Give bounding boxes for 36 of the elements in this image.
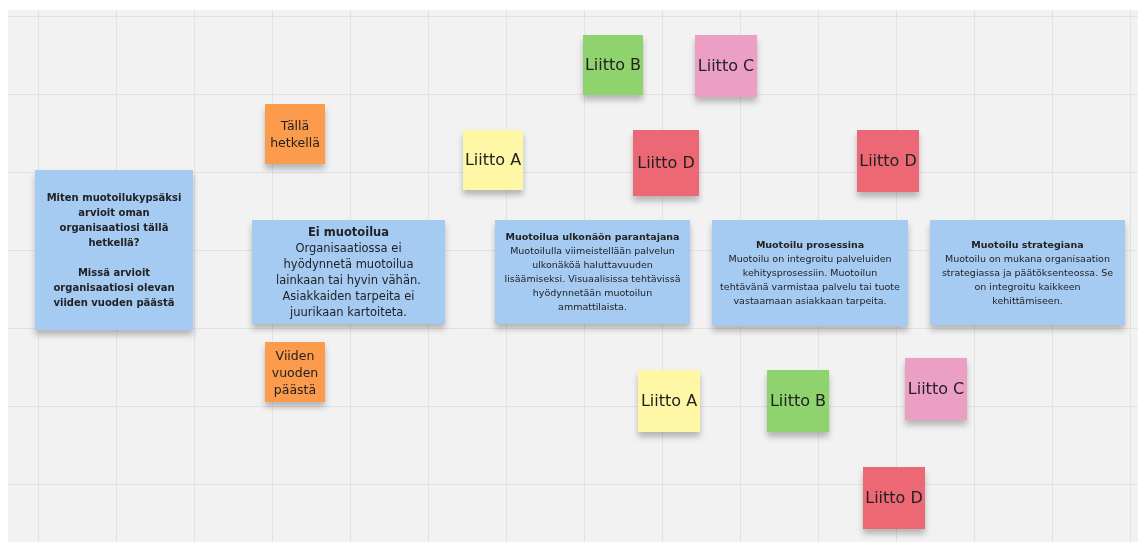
sticky-note <box>905 358 967 420</box>
note-text: Liitto C <box>697 55 755 77</box>
card-heading: Muotoilu strategiana <box>970 237 1085 252</box>
sticky-note <box>638 370 700 432</box>
level-card <box>495 220 690 324</box>
note-text: Liitto B <box>584 54 642 76</box>
note-text: Tällä hetkellä <box>269 117 321 151</box>
card-description: Muotoilu on mukana organisaation strategiassa ja päätöksenteossa. Se on integroitu kaikkeen kehittämiseen. <box>940 251 1115 308</box>
question-text: Missä arvioit organisaatiosi olevan viiden vuoden päästä <box>52 266 176 310</box>
card-description: Muotoilulla viimeistellään palvelun ulkonäköä haluttavuuden lisäämiseksi. Visuaalisissa tehtävissä hyödynnetään muotoilun ammattilaista. <box>503 244 682 314</box>
note-text: Liitto D <box>637 152 695 174</box>
note-text: Liitto B <box>769 390 827 412</box>
card-heading: Muotoilua ulkonäön parantajana <box>504 230 681 244</box>
sticky-note <box>265 104 325 164</box>
note-text: Liitto D <box>865 487 923 509</box>
note-text: Liitto D <box>859 150 917 172</box>
sticky-note <box>633 130 699 196</box>
card-description: Organisaatiossa ei hyödynnetä muotoilua lainkaan tai hyvin vähän. Asiakkaiden tarpeita ei juurikaan kartoiteta. <box>275 240 422 320</box>
sticky-note <box>863 467 925 529</box>
note-text: Liitto C <box>907 378 965 400</box>
note-text: Liitto A <box>464 149 522 171</box>
level-card <box>930 220 1125 325</box>
sticky-note <box>583 35 643 95</box>
note-text: Viiden vuoden päästä <box>270 346 320 398</box>
sticky-note <box>695 35 757 97</box>
question-note <box>35 170 193 330</box>
sticky-note <box>857 130 919 192</box>
card-heading: Ei muotoilua <box>306 224 391 240</box>
card-description: Muotoilu on integroitu palveluiden kehitysprosessiin. Muotoilun tehtävänä varmistaa palvelu tai tuote vastaamaan asiakkaan tarpeita. <box>719 252 901 308</box>
note-text: Liitto A <box>640 390 698 412</box>
card-heading: Muotoilu prosessina <box>754 238 866 252</box>
level-card <box>252 220 445 324</box>
level-card <box>712 220 908 326</box>
sticky-note <box>767 370 829 432</box>
sticky-note <box>463 130 523 190</box>
question-text: Miten muotoilukypsäksi arvioit oman organisaatiosi tällä hetkellä? <box>45 191 183 250</box>
